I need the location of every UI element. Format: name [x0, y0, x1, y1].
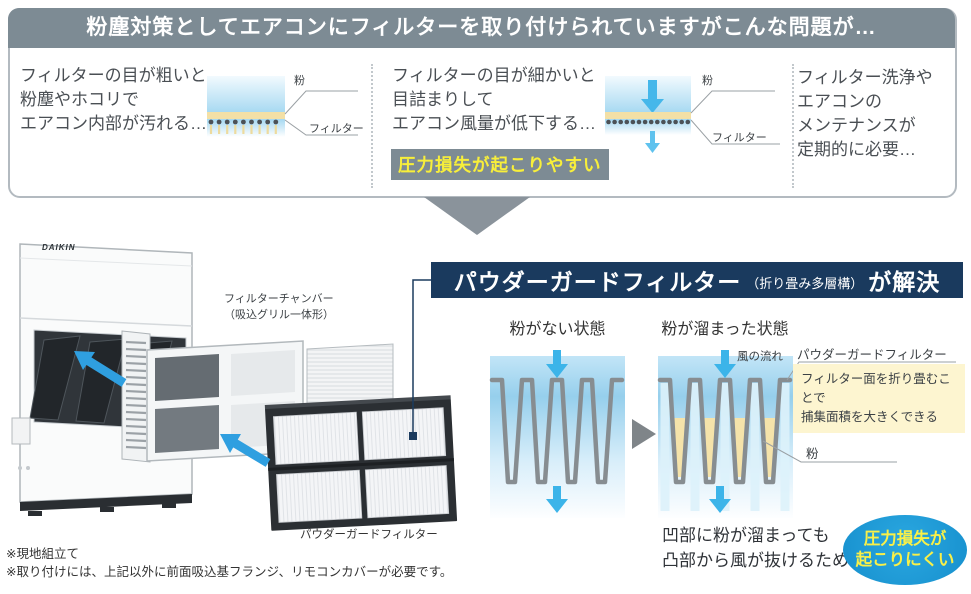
powder-guard-filter-label: パウダーガードフィルター	[797, 348, 947, 362]
pressure-loss-badge: 圧力損失が起こりやすい	[391, 149, 609, 180]
daikin-logo: DAIKIN	[42, 243, 76, 252]
powder-dots-dense	[606, 119, 691, 125]
weak-airflow-down-arrow-icon	[645, 131, 660, 153]
state-no-powder-diagram	[489, 350, 625, 518]
banner-qualifier: （折り畳み多層構）	[746, 275, 864, 291]
filter-tick-lines	[209, 125, 277, 134]
filter-label-leader	[786, 361, 956, 381]
powder-label: 粉	[702, 75, 713, 87]
state-with-powder-diagram	[657, 350, 793, 518]
wind-flow-label: 風の流れ	[737, 351, 783, 363]
state-title-with-powder: 粉が溜まった状態	[661, 321, 789, 338]
state-title-no-powder: 粉がない状態	[509, 321, 606, 338]
banner-suffix: が解決	[868, 269, 941, 295]
problem-3-text: フィルター洗浄や エアコンの メンテナンスが 定期的に必要…	[797, 68, 933, 159]
column-divider	[792, 64, 794, 188]
fine-filter-diagram	[605, 76, 780, 153]
footnote-1: ※現地組立て	[6, 547, 79, 561]
chamber-label: フィルターチャンバー （吸込グリル一体形）	[224, 293, 334, 321]
airflow-down-arrow-icon	[546, 350, 568, 513]
footnote-2: ※取り付けには、上記以外に前面吸込基フランジ、リモコンカバーが必要です。	[6, 565, 453, 579]
banner-connector-line	[409, 279, 431, 440]
column-divider	[371, 64, 373, 188]
powder-label: 粉	[294, 75, 305, 87]
banner-product: パウダーガードフィルター	[453, 269, 742, 295]
filter-label: フィルター	[712, 132, 767, 144]
explanation-text: 凹部に粉が溜まっても 凸部から風が抜けるため	[662, 526, 849, 570]
powder-label: 粉	[806, 447, 819, 461]
result-badge: 圧力損失が 起こりにくい	[843, 515, 967, 585]
insert-arrow-icon	[220, 434, 271, 467]
problem-panel-title: 粉塵対策としてエアコンにフィルターを取り付けられていますがこんな問題が…	[8, 8, 955, 48]
product-label: パウダーガードフィルター	[300, 529, 438, 541]
problem-1-text: フィルターの目が粗いと 粉塵やホコリで エアコン内部が汚れる…	[20, 66, 207, 133]
fold-note-box: フィルター面を折り畳むことで 捕集面積を大きくできる	[793, 364, 965, 433]
coarse-filter-diagram	[207, 76, 358, 137]
airflow-down-arrow-icon	[709, 350, 736, 513]
airflow-down-arrow-icon	[641, 80, 664, 113]
filter-label: フィルター	[309, 123, 364, 135]
powder-guard-filter-block	[264, 395, 458, 531]
powder-label-leader	[762, 440, 897, 463]
louver-door	[121, 330, 151, 463]
ac-unit-illustration	[11, 243, 458, 531]
filter-chamber	[146, 340, 304, 462]
solution-banner: パウダーガードフィルター （折り畳み多層構） が解決	[431, 262, 963, 298]
air-streaks	[660, 383, 790, 511]
insert-arrow-icon	[74, 351, 127, 387]
powder-dots	[208, 119, 279, 125]
transition-right-arrow-icon	[632, 419, 656, 449]
transition-down-arrow-icon	[424, 197, 530, 235]
problem-2-text: フィルターの目が細かいと 目詰まりして エアコン風量が低下する…	[392, 66, 596, 133]
